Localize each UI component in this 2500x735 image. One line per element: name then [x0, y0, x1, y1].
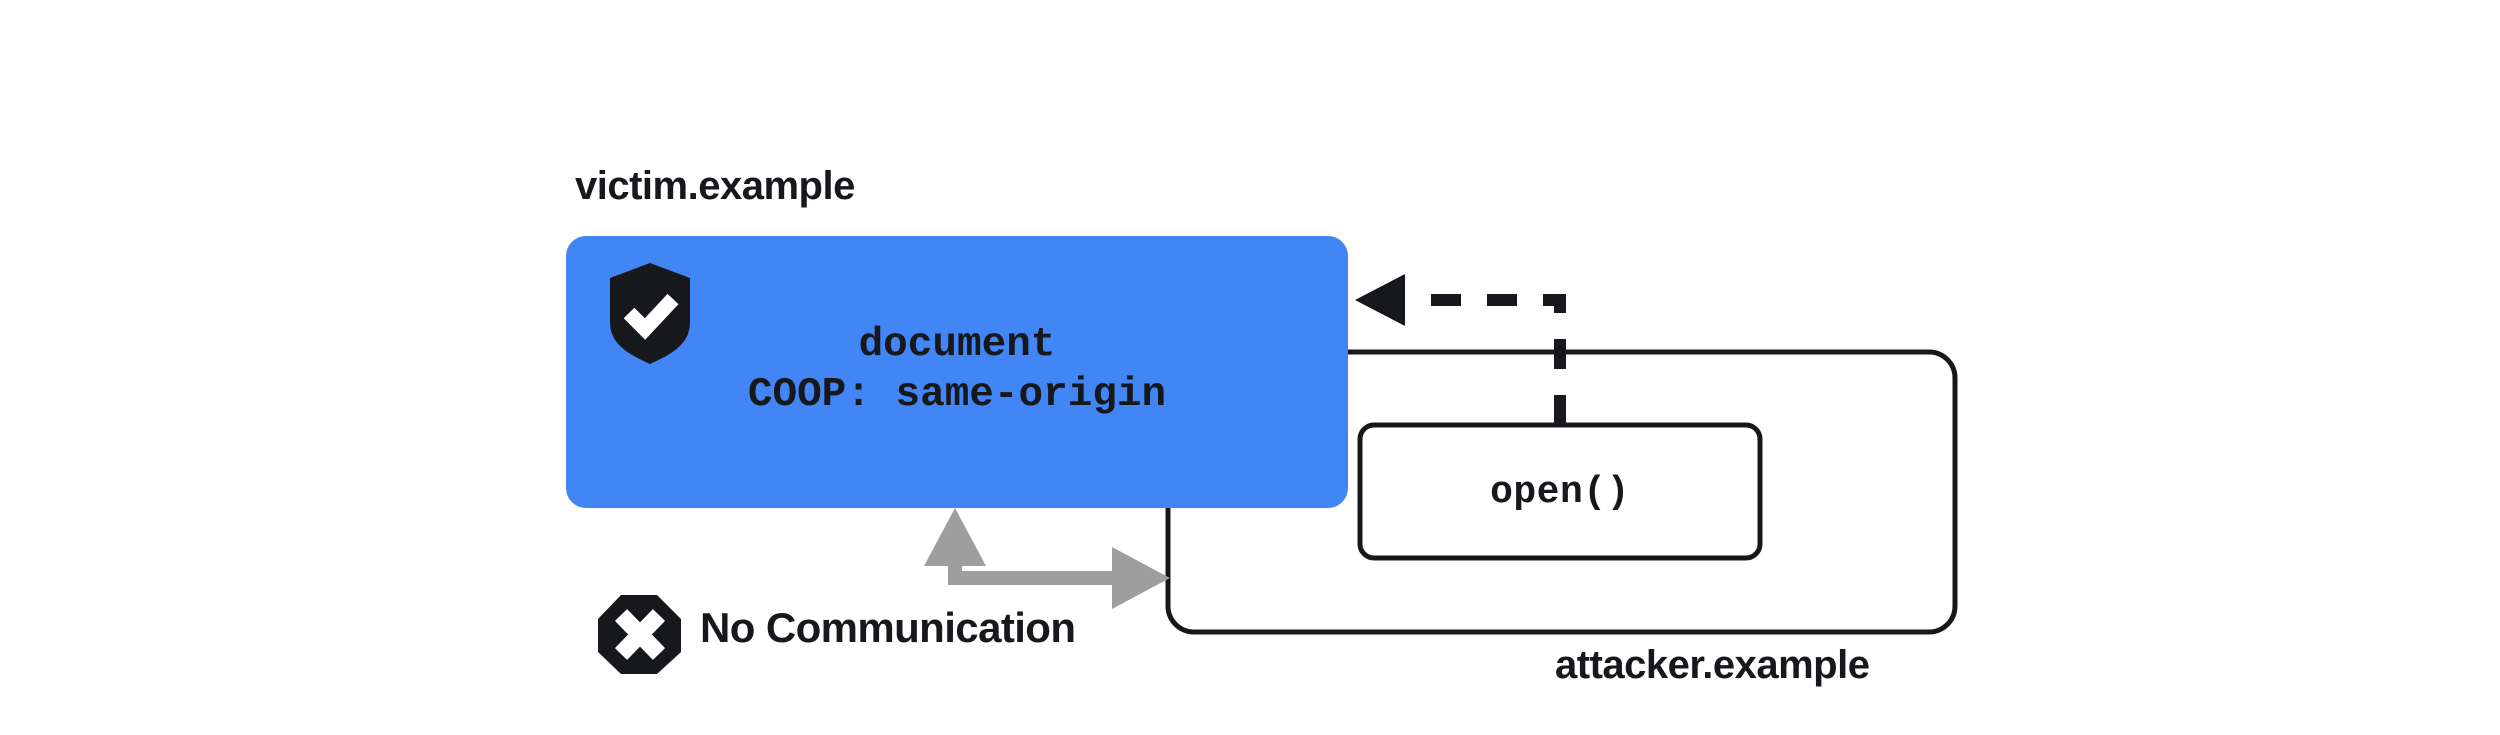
victim-document-box — [566, 236, 1348, 508]
victim-document-line-1: document — [858, 322, 1056, 368]
victim-origin-label: victim.example — [575, 164, 855, 208]
shield-check-icon — [610, 263, 690, 364]
victim-document-line-2: COOP: same-origin — [747, 372, 1167, 419]
dashed-open-arrow — [1355, 274, 1566, 425]
no-communication-label: No Communication — [700, 604, 1076, 651]
gray-bidirectional-arrow — [924, 508, 1170, 609]
victim-document-text: document COOP: same-origin — [566, 320, 1348, 420]
open-call-label: open() — [1490, 471, 1630, 514]
attacker-origin-label: attacker.example — [1555, 643, 1870, 687]
octagon-x-icon — [598, 595, 681, 674]
